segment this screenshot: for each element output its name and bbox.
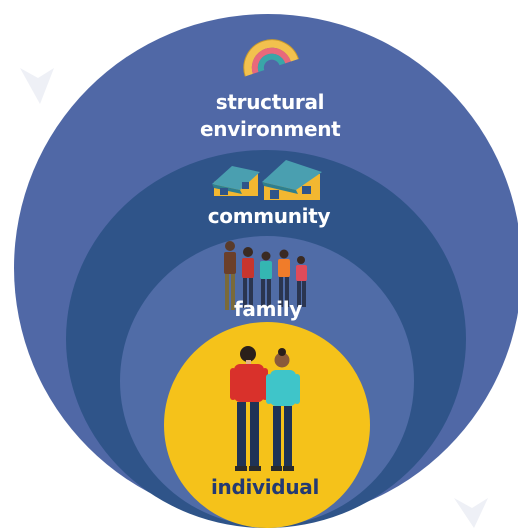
family-label: family [234, 297, 302, 321]
houses-icon [212, 160, 322, 200]
individual-ring [164, 322, 370, 528]
structural-label-line1: structural [215, 90, 325, 114]
structural-label-line2: environment [200, 117, 341, 141]
community-label: community [207, 204, 331, 228]
rainbow-icon [243, 39, 299, 77]
individual-label: individual [210, 475, 320, 499]
background-chevron-left [20, 68, 54, 104]
structural-environment-label: structural environment [200, 89, 341, 143]
two-people-icon [230, 346, 300, 471]
background-chevron-right [454, 498, 488, 528]
family-people-icon [224, 241, 307, 310]
